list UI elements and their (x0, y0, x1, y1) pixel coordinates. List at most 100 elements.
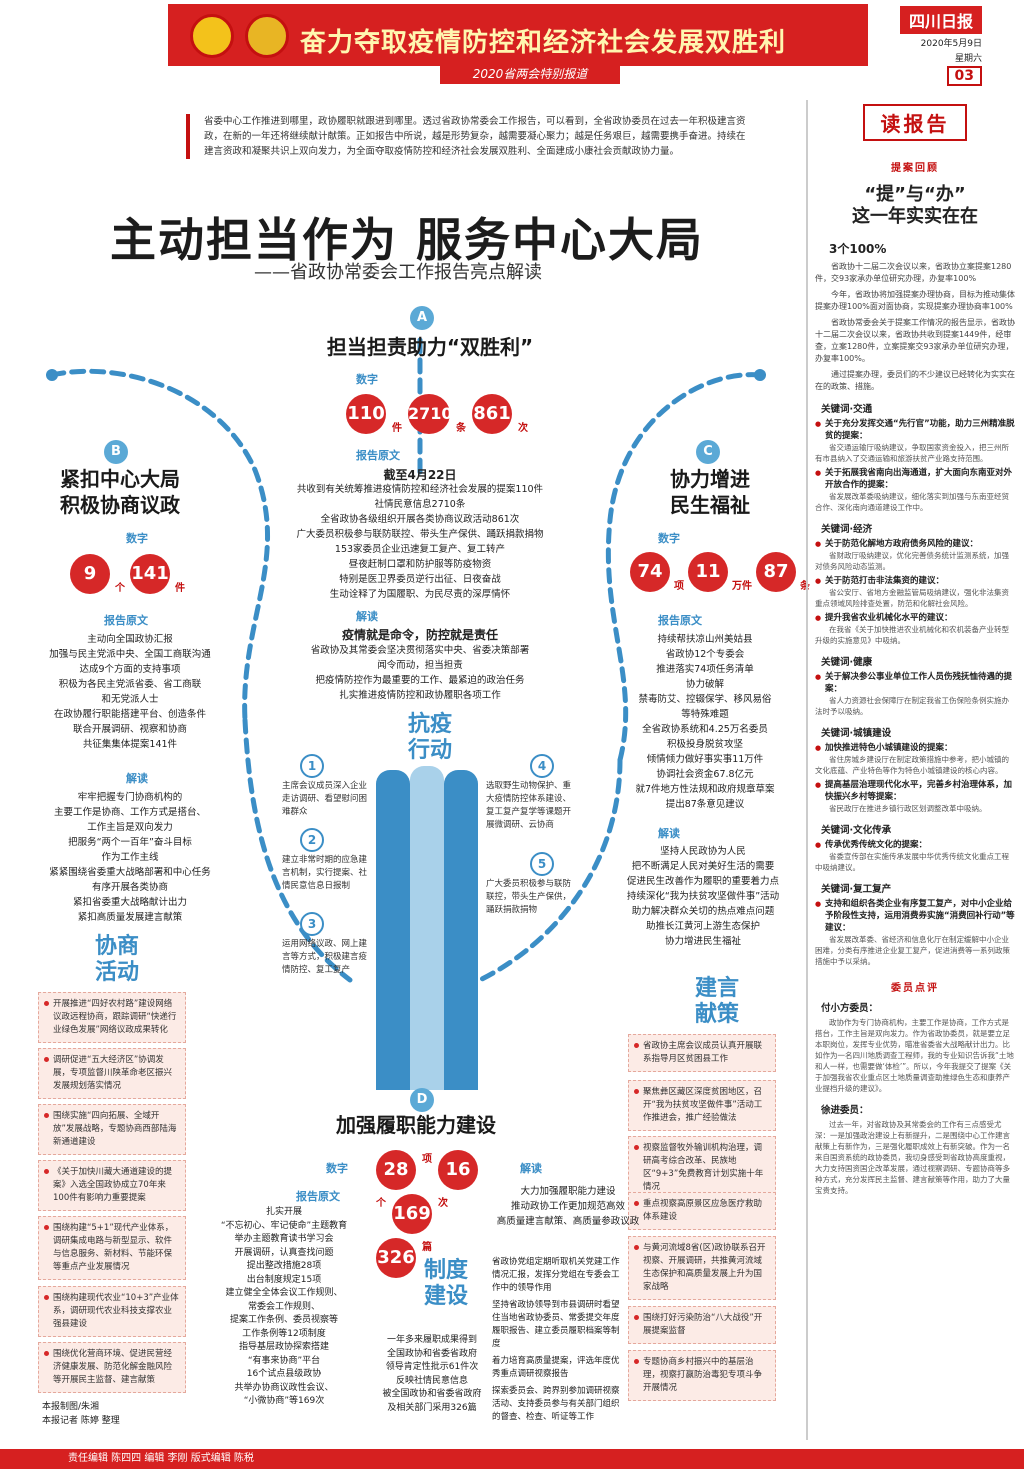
number-unit: 件 (392, 423, 402, 434)
issue-weekday: 星期六 (954, 54, 982, 64)
section-c-title: 协力增进 民生福祉 (630, 466, 790, 518)
report-line: 提案工作条例、委员视察等 (229, 1315, 338, 1325)
sub-title: ——省政协常委会工作报告亮点解读 (254, 262, 542, 283)
number-circle: 87 (756, 552, 796, 592)
xieshang-card: 调研促进“五大经济区”协调发展，专项监督川陕革命老区振兴发展规划落实情况 (38, 1048, 186, 1099)
action-item-text: 选取野生动物保护、重大疫情防控体系建设、复工复产复学等课题开展微调研、云协商 (486, 781, 572, 830)
keyword-heading: 关键词·交通 (821, 404, 873, 415)
report-line: 倾情倾力做好事实事11万件 (646, 754, 764, 765)
section-a-interpret-label: 解读 (356, 610, 378, 623)
jianyan-card: 围绕打好污染防治“八大战役”开展提案监督 (628, 1306, 776, 1344)
keyword-item-title: 传承优秀传统文化的提案： (815, 839, 1015, 851)
section-a-report-head: 截至4月22日 (383, 468, 457, 482)
section-b-title-line: 积极协商议政 (60, 493, 180, 517)
report-line: 持续帮扶凉山州美姑县 (657, 634, 753, 645)
interpret-line: 把服务“两个一百年”奋斗目标 (68, 837, 192, 848)
jianyan-card: 专题协商乡村振兴中的基层治理，视察打赢防治毒犯专项斗争开展情况 (628, 1350, 776, 1401)
jianyan-label-line: 献策 (694, 1002, 739, 1027)
report-line: 协力破解 (685, 679, 724, 690)
section-c-title-line: 协力增进 (670, 467, 750, 491)
flow-dot-left (46, 369, 58, 381)
paragraph: 今年，省政协将加强提案办理协商，目标为推动集体提案办理100%面对面协商，实现提… (815, 290, 1015, 311)
national-emblem-icon (190, 14, 234, 58)
xieshang-card: 围绕优化营商环境、促进民营经济健康发展、防范化解金融风险等开展民主监督、建言献策 (38, 1342, 186, 1393)
number-circle: 141 (130, 554, 170, 594)
jianyan-label: 建言 献策 (682, 976, 752, 1028)
report-line: 特别是医卫界委员逆行出征、日夜奋战 (339, 574, 501, 585)
report-line: “小微协商”等169次 (243, 1396, 325, 1406)
xieshang-card: 开展推进“四好农村路”建设网络议政远程协商，跟踪调研“快递行业绿色发展”网络议政… (38, 992, 186, 1043)
interpret-line: 推动政协工作更加规范高效 (510, 1201, 625, 1212)
interpret-line: 助推长江黄河上游生态保护 (645, 921, 760, 932)
keyword-item-desc: 省发展改革委、省经济和信息化厅在制定缓解中小企业困难，分类有序推进企业复工复产，… (815, 935, 1010, 966)
zhidu-label: 制度 建设 (416, 1258, 476, 1310)
number-unit: 次 (438, 1198, 448, 1209)
number-circle: 326 (376, 1238, 416, 1278)
report-line: 协调社会资金67.8亿元 (656, 769, 754, 780)
keyword-item-title: 关于防范化解地方政府债务风险的建议： (815, 538, 1015, 550)
report-line: 共收到有关统筹推进疫情防控和经济社会发展的提案110件 (296, 484, 544, 495)
keyword-item-title: 支持和组织各类企业有序复工复产，对中小企业给予阶段性支持，运用消费券实施“消费回… (815, 898, 1015, 934)
section-d-report-label: 报告原文 (296, 1190, 340, 1203)
interpret-line: 扎实推进疫情防控和政协履职各项工作 (339, 690, 501, 701)
section-c-marker: C (696, 440, 720, 464)
interpret-line: 主要工作是协商、工作方式是搭台、 (53, 807, 206, 818)
keyword-item-desc: 省财政厅吸纳建议，优化完善债务统计监测系统，加强对债务风险动态监测。 (815, 551, 1009, 571)
zhidu-item: 探索委员会、跨界别参加调研视察活动、支持委员参与有关部门组织的督查、检查、听证等… (492, 1386, 620, 1422)
xieshang-label: 协商 活动 (82, 934, 152, 986)
section-b-report-label: 报告原文 (104, 614, 148, 627)
number-unit: 个 (115, 583, 125, 594)
action-item-text: 主席会议成员深入企业走访调研、看望慰问困难群众 (282, 781, 368, 817)
report-line: 出台制度规定15项 (246, 1274, 322, 1285)
report-line: 加强与民主党派中央、全国工商联沟通 (49, 649, 211, 660)
pillar-label-line: 抗疫 (407, 712, 452, 737)
action-item-text: 运用网络议政、网上建言等方式，积极建言疫情防控、复工复产 (282, 939, 368, 975)
section-c-interpret-text: 坚持人民政协为人民 把不断满足人民对美好生活的需要 促进民生改善作为履职的重要着… (592, 844, 814, 949)
xieshang-card: 围绕构建“5+1”现代产业体系，调研集成电路与新型显示、软件与信息服务、新材料、… (38, 1216, 186, 1280)
section-d-interpret-label: 解读 (520, 1162, 542, 1175)
credits: 本报制图/朱湘 本报记者 陈婷 整理 (42, 1400, 120, 1428)
xieshang-label-line: 活动 (94, 960, 139, 985)
interpret-line: 有序开展各类协商 (91, 882, 168, 893)
proposal-title-line: 这一年实实在在 (852, 206, 978, 227)
paragraph: 通过提案办理，委员们的不少建议已经转化为实实在在的政策、措施。 (815, 370, 1015, 391)
number-unit: 件 (175, 583, 185, 594)
xieshang-card: 围绕构建现代农业“10+3”产业体系，调研现代农业科技支撑农业强县建设 (38, 1286, 186, 1337)
report-line: 广大委员积极参与联防联控、带头生产保供、踊跃捐款捐物 (296, 529, 544, 540)
banner-subtitle: 2020省两会特别报道 (440, 64, 620, 84)
right-column: 读报告 提案回顾 “提”与“办” 这一年实实在在 3个100% 省政协十二届二次… (815, 104, 1015, 1199)
report-line: 全省政协系统和4.25万名委员 (642, 724, 768, 735)
number-unit: 次 (518, 423, 528, 434)
three-hundred-subtitle: 3个100% (829, 242, 887, 256)
keyword-heading: 关键词·文化传承 (821, 825, 892, 836)
paper-name: 四川日报 (900, 6, 982, 34)
number-circle: 110 (346, 394, 386, 434)
paragraph: 省政协十二届二次会议以来，省政协立案提案1280件，交93家承办单位研究办理，办… (815, 262, 1012, 283)
issue-date: 2020年5月9日 (920, 39, 982, 49)
report-line: 16个试点县级政协 (246, 1369, 322, 1379)
section-d-summary: 一年多来履职成果得到 全国政协和省委省政府 领导肯定性批示61件次 反映社情民意… (362, 1334, 502, 1415)
banner-title: 奋力夺取疫情防控和经济社会发展双胜利 (300, 28, 787, 58)
zhidu-label-line: 制度 (423, 1258, 468, 1283)
section-c-numbers: 74 项 11 万件 87 条 (630, 552, 810, 592)
jianyan-card: 与黄河流域8省(区)政协联系召开视察、开展调研，共推黄河流域生态保护和高质量发展… (628, 1236, 776, 1300)
number-unit: 条 (800, 581, 810, 592)
keyword-item-desc: 省公安厅、省地方金融监管局吸纳建议，强化非法集资重点领域风险排查处置，防范和化解… (815, 588, 1009, 608)
report-line: 达成9个方面的支持事项 (79, 664, 181, 675)
interpret-line: 高质量建言献策、高质量参政议政 (496, 1216, 640, 1227)
report-line: 昼夜赶制口罩和防护服等防疫物资 (348, 559, 492, 570)
section-d-title: 加强履职能力建设 (336, 1113, 496, 1137)
credit-line: 本报制图/朱湘 (42, 1402, 100, 1412)
keyword-item-desc: 省民政厅在推进乡镇行政区划调整改革中吸纳。 (829, 804, 987, 813)
page-number: 03 (946, 66, 982, 86)
proposal-title: “提”与“办” 这一年实实在在 (815, 184, 1015, 228)
report-line: 和无党派人士 (101, 694, 159, 705)
section-a-interpret-text: 省政协及其常委会坚决贯彻落实中央、省委决策部署 闻令而动，担当担责 把疫情防控作… (280, 643, 560, 703)
paragraph: 省政协常委会关于提案工作情况的报告显示，省政协十二届二次会议以来，省政协共收到提… (815, 318, 1015, 363)
masthead: 四川日报 2020年5月9日 星期六 03 (900, 6, 982, 88)
section-c-title-line: 民生福祉 (670, 493, 750, 517)
section-d-numbers: 28 项 16 个 169 次 326 篇 (376, 1150, 486, 1278)
keyword-item-title: 提升我省农业机械化水平的建议： (815, 612, 1015, 624)
column-divider (806, 100, 808, 1440)
xieshang-card: 围绕实施“四向拓展、全域开放”发展战略，专题协商西部陆海新通道建设 (38, 1104, 186, 1155)
